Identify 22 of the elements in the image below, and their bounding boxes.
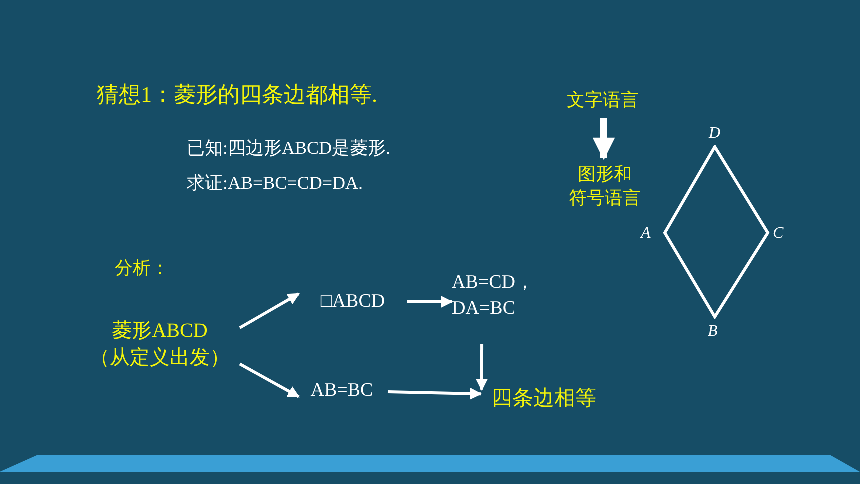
word-language-text: 文字语言 (558, 87, 648, 113)
arrow (388, 388, 482, 400)
analysis-start-text: 菱形ABCD （从定义出发） (80, 316, 240, 374)
vertex-label: D (709, 124, 721, 144)
arrow (239, 362, 300, 398)
arrow (239, 292, 300, 330)
block-arrow (592, 118, 616, 160)
equal-sides-text: AB=CD， DA=BC (452, 268, 547, 324)
vertex-label: B (708, 322, 718, 342)
analysis-heading: 分析： (115, 257, 169, 280)
symbol-language-text: 图形和符号语言 (565, 160, 645, 212)
rhombus-shape (662, 145, 770, 319)
conjecture-title: 猜想1：菱形的四条边都相等. (97, 81, 378, 109)
arrow (407, 296, 454, 308)
prove-statement: 求证:AB=BC=CD=DA. (187, 172, 363, 195)
vertex-label: C (773, 224, 784, 244)
vertex-label: A (641, 224, 651, 244)
parallelogram-text: □ABCD (299, 289, 407, 315)
arrow (476, 344, 488, 392)
adjacent-sides-text: AB=BC (299, 378, 385, 404)
given-statement: 已知:四边形ABCD是菱形. (187, 137, 391, 160)
conclusion-text: 四条边相等 (484, 384, 604, 412)
